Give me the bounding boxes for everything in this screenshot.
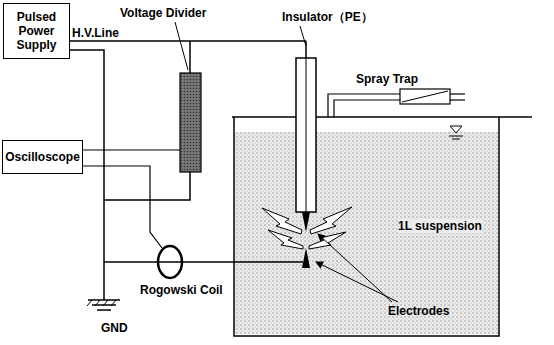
voltage-divider (180, 73, 201, 172)
level-mark (450, 126, 462, 133)
lower-electrode (302, 248, 310, 268)
device-box: Oscilloscope (2, 140, 83, 174)
tank-wall (234, 117, 499, 336)
device-box: Pulsed Power Supply (3, 3, 70, 59)
part-label: Rogowski Coil (140, 283, 223, 297)
discharge-spark (268, 230, 303, 249)
trap-tube (328, 94, 400, 117)
part-label: Voltage Divider (120, 6, 206, 20)
suspension-fill (235, 132, 498, 334)
hv-wire (66, 40, 306, 42)
box-label: Oscilloscope (5, 150, 80, 164)
box-label: Pulsed Power Supply (4, 10, 69, 52)
part-label: H.V.Line (72, 26, 119, 40)
tank-lid (232, 116, 532, 118)
spray-trap (400, 89, 450, 104)
rogowski-coil (158, 246, 182, 278)
discharge-spark (309, 232, 346, 249)
upper-electrode (302, 212, 310, 232)
part-label: Electrodes (388, 304, 449, 318)
insulator (296, 58, 316, 212)
part-label: Insulator（PE） (282, 10, 373, 24)
part-label: GND (101, 321, 128, 335)
part-label: Spray Trap (356, 72, 418, 86)
part-label: 1L suspension (398, 219, 482, 233)
discharge-spark (310, 207, 352, 234)
ground-wire (66, 50, 104, 300)
